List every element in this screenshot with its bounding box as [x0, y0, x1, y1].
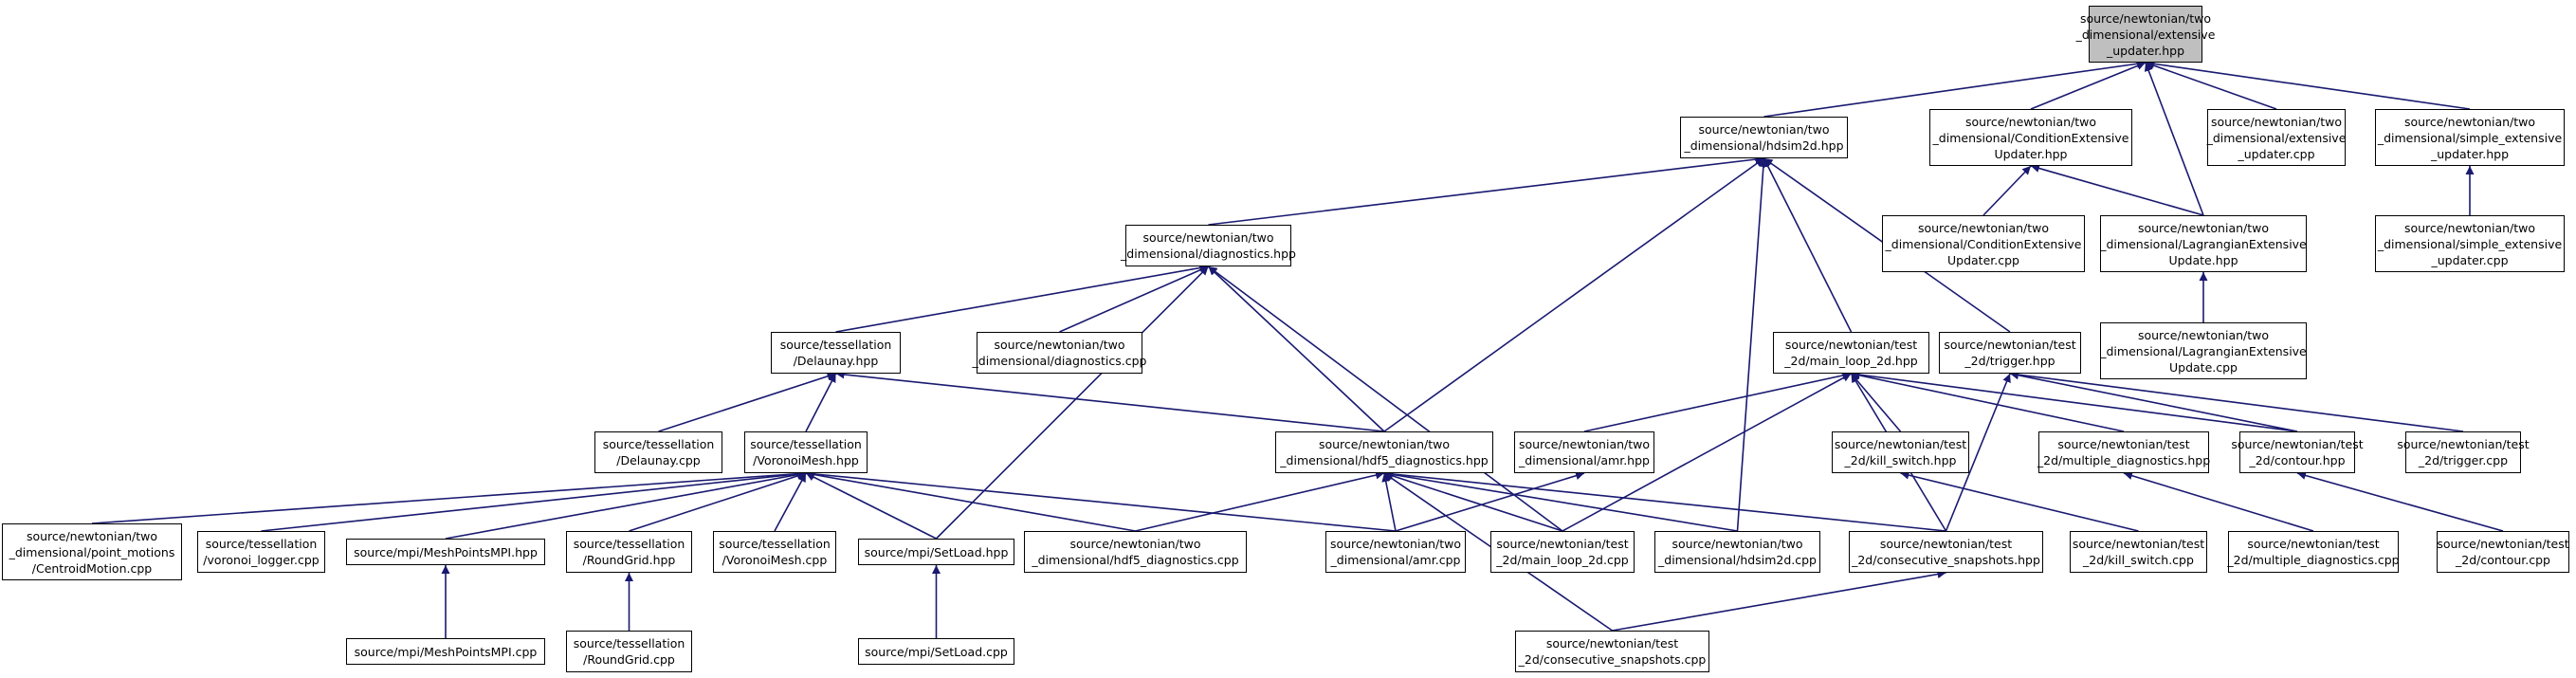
edge-n27-to-n15 — [805, 472, 937, 540]
node-extensive-updater-hpp: source/newtonian/two _dimensional/extens… — [2076, 6, 2215, 63]
edge-n15-to-n10 — [805, 373, 837, 432]
edge-n32-to-n13 — [1945, 373, 2011, 532]
node-set-load-hpp[interactable]: source/mpi/SetLoad.hpp — [858, 539, 1014, 565]
edge-n1-to-n0 — [1763, 59, 2147, 118]
node-voronoi-mesh-hpp[interactable]: source/tessellation /VoronoiMesh.hpp — [744, 431, 868, 473]
edge-n16-to-n8 — [1207, 266, 1385, 432]
node-multiple-diagnostics-hpp[interactable]: source/newtonian/test _2d/multiple_diagn… — [2037, 431, 2210, 473]
node-kill-switch-hpp[interactable]: source/newtonian/test _2d/kill_switch.hp… — [1832, 431, 1969, 473]
node-hdsim2d-cpp[interactable]: source/newtonian/two _dimensional/hdsim2… — [1654, 531, 1820, 573]
node-main-loop-2d-hpp[interactable]: source/newtonian/test _2d/main_loop_2d.h… — [1773, 332, 1929, 374]
edge-n3-to-n0 — [2145, 61, 2277, 110]
edge-n35-to-n20 — [2296, 471, 2504, 532]
node-centroid-motion-cpp[interactable]: source/newtonian/two _dimensional/point_… — [2, 523, 182, 580]
edge-n8-to-n1 — [1208, 155, 1764, 226]
node-diagnostics-hpp[interactable]: source/newtonian/two _dimensional/diagno… — [1121, 225, 1296, 266]
edge-n29-to-n16 — [1381, 472, 1397, 532]
edge-n20-to-n12 — [1851, 370, 2298, 432]
edge-n34-to-n19 — [2123, 471, 2314, 532]
edge-n22-to-n15 — [91, 469, 807, 524]
node-voronoi-logger-cpp[interactable]: source/tessellation /voronoi_logger.cpp — [197, 531, 325, 573]
edge-n32-to-n16 — [1383, 469, 1946, 532]
edge-n28-to-n16 — [1135, 470, 1385, 532]
edge-n26-to-n15 — [774, 472, 807, 532]
node-hdf5-diagnostics-cpp[interactable]: source/newtonian/two _dimensional/hdf5_d… — [1024, 531, 1247, 573]
edge-n21-to-n13 — [2009, 370, 2464, 432]
edge-n23-to-n15 — [261, 469, 807, 532]
edge-n20-to-n13 — [2009, 371, 2298, 432]
edge-n16-to-n10 — [835, 370, 1385, 432]
edge-n19-to-n12 — [1851, 371, 2125, 432]
edge-n2-to-n0 — [2030, 62, 2147, 110]
edge-n30-to-n12 — [1562, 373, 1852, 532]
edge-n5-to-n2 — [1982, 165, 2032, 216]
node-condition-extensive-updater-cpp[interactable]: source/newtonian/two _dimensional/Condit… — [1882, 215, 2085, 272]
node-round-grid-cpp[interactable]: source/tessellation /RoundGrid.cpp — [566, 631, 692, 672]
edge-n29-to-n15 — [805, 469, 1397, 532]
node-diagnostics-cpp[interactable]: source/newtonian/two _dimensional/diagno… — [973, 332, 1146, 374]
node-main-loop-2d-cpp[interactable]: source/newtonian/test _2d/main_loop_2d.c… — [1490, 531, 1635, 573]
node-consecutive-snapshots-hpp[interactable]: source/newtonian/test _2d/consecutive_sn… — [1849, 531, 2043, 573]
edge-n17-to-n12 — [1583, 371, 1852, 432]
node-delaunay-cpp[interactable]: source/tessellation /Delaunay.cpp — [594, 431, 722, 473]
edge-n31-to-n1 — [1736, 157, 1768, 532]
edge-n27-to-n8 — [935, 266, 1210, 540]
node-simple-extensive-updater-hpp[interactable]: source/newtonian/two _dimensional/simple… — [2375, 109, 2565, 166]
edge-n16-to-n1 — [1383, 157, 1764, 432]
node-multiple-diagnostics-cpp[interactable]: source/newtonian/test _2d/multiple_diagn… — [2227, 531, 2400, 573]
edge-n18-to-n12 — [1850, 373, 1902, 432]
node-lagrangian-extensive-update-hpp[interactable]: source/newtonian/two _dimensional/Lagran… — [2100, 215, 2307, 272]
node-hdsim2d-hpp[interactable]: source/newtonian/two _dimensional/hdsim2… — [1680, 117, 1848, 158]
edge-n33-to-n18 — [1900, 470, 2139, 532]
node-kill-switch-cpp[interactable]: source/newtonian/test _2d/kill_switch.cp… — [2070, 531, 2207, 573]
node-mesh-points-mpi-cpp[interactable]: source/mpi/MeshPointsMPI.cpp — [346, 638, 545, 665]
edge-n30-to-n8 — [1208, 266, 1563, 532]
node-set-load-cpp[interactable]: source/mpi/SetLoad.cpp — [858, 638, 1014, 665]
edge-n30-to-n16 — [1383, 471, 1563, 532]
edge-n14-to-n10 — [658, 372, 836, 432]
edge-n10-to-n8 — [835, 264, 1209, 333]
node-consecutive-snapshots-cpp[interactable]: source/newtonian/test _2d/consecutive_sn… — [1515, 631, 1709, 672]
edge-n6-to-n0 — [2144, 62, 2204, 216]
node-lagrangian-extensive-update-cpp[interactable]: source/newtonian/two _dimensional/Lagran… — [2100, 322, 2307, 379]
node-simple-extensive-updater-cpp[interactable]: source/newtonian/two _dimensional/simple… — [2375, 215, 2565, 272]
edge-n24-to-n15 — [445, 470, 807, 540]
node-delaunay-hpp[interactable]: source/tessellation /Delaunay.hpp — [771, 332, 901, 374]
node-mesh-points-mpi-hpp[interactable]: source/mpi/MeshPointsMPI.hpp — [346, 539, 545, 565]
edge-n12-to-n1 — [1763, 157, 1853, 333]
node-voronoi-mesh-cpp[interactable]: source/tessellation /VoronoiMesh.cpp — [713, 531, 836, 573]
node-amr-hpp[interactable]: source/newtonian/two _dimensional/amr.hp… — [1514, 431, 1654, 473]
edge-n28-to-n15 — [805, 470, 1136, 532]
edge-n25-to-n15 — [629, 471, 807, 532]
edge-n31-to-n16 — [1383, 470, 1738, 532]
node-contour-cpp[interactable]: source/newtonian/test _2d/contour.cpp — [2437, 531, 2569, 573]
node-trigger-hpp[interactable]: source/newtonian/test _2d/trigger.hpp — [1939, 332, 2081, 374]
node-hdf5-diagnostics-hpp[interactable]: source/newtonian/two _dimensional/hdf5_d… — [1275, 431, 1493, 473]
edge-n6-to-n2 — [2030, 164, 2204, 216]
node-extensive-updater-cpp[interactable]: source/newtonian/two _dimensional/extens… — [2207, 109, 2346, 166]
node-contour-hpp[interactable]: source/newtonian/test _2d/contour.hpp — [2231, 431, 2364, 473]
node-trigger-cpp[interactable]: source/newtonian/test _2d/trigger.cpp — [2397, 431, 2530, 473]
node-round-grid-hpp[interactable]: source/tessellation /RoundGrid.hpp — [566, 531, 692, 573]
edge-n11-to-n8 — [1059, 266, 1209, 333]
node-condition-extensive-updater-hpp[interactable]: source/newtonian/two _dimensional/Condit… — [1929, 109, 2132, 166]
edge-n29-to-n17 — [1395, 471, 1585, 532]
node-amr-cpp[interactable]: source/newtonian/two _dimensional/amr.cp… — [1325, 531, 1466, 573]
edge-n4-to-n0 — [2145, 59, 2471, 110]
edge-n39-to-n32 — [1612, 570, 1946, 632]
